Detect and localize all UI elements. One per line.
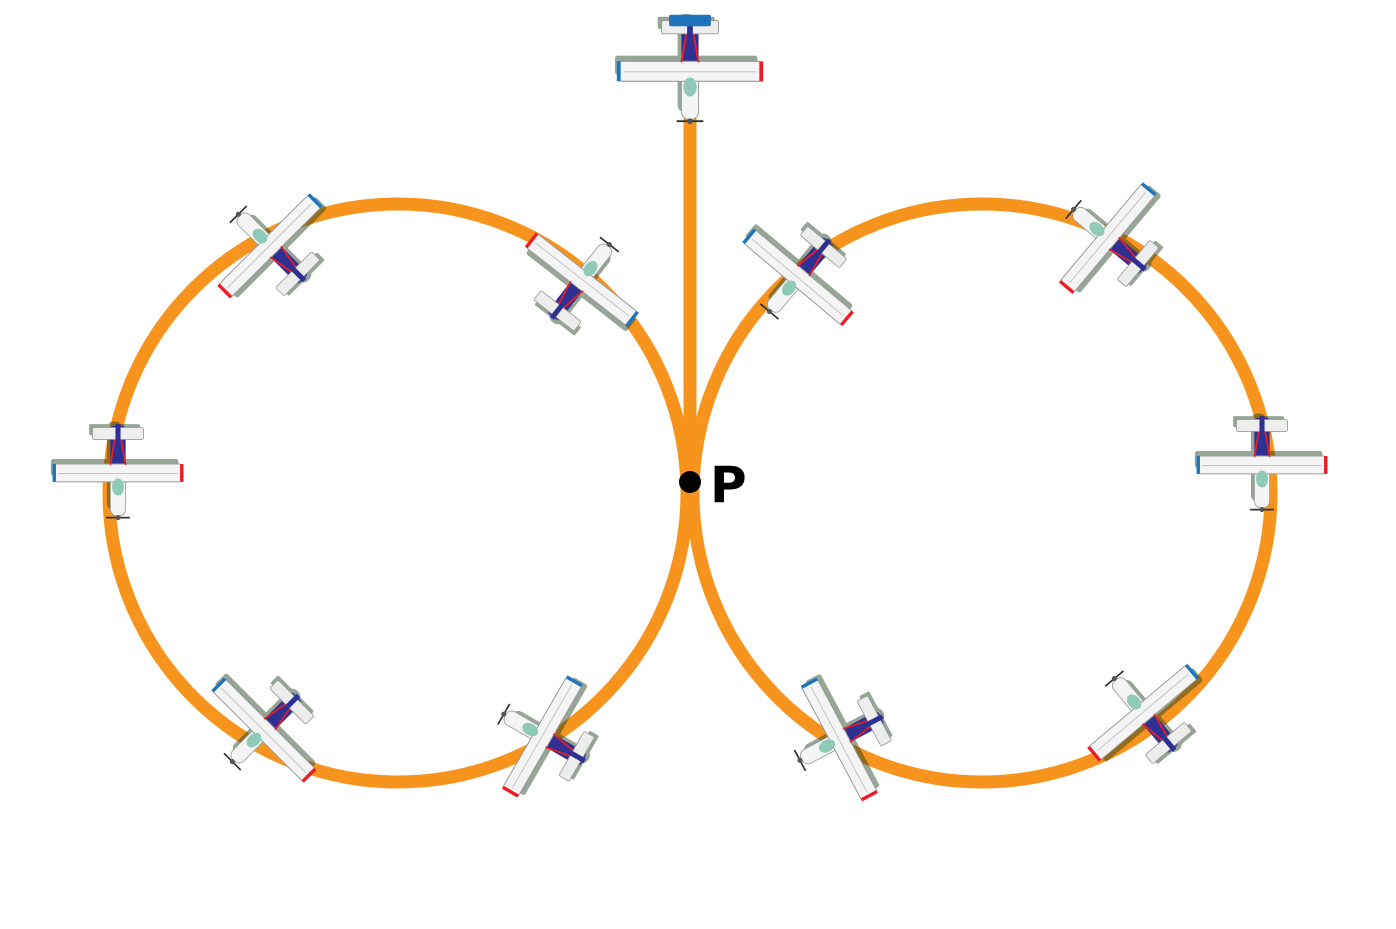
airplane-icon (1061, 632, 1229, 796)
right-loop-track (686, 197, 1278, 789)
airplane-icon (189, 164, 355, 330)
point-p-marker (679, 471, 701, 493)
airplane-icon (1193, 412, 1329, 514)
airplane-icon (1028, 155, 1192, 323)
airplane-icon (49, 420, 185, 522)
lead-airplane-icon (614, 12, 765, 126)
airplane-icon (182, 645, 348, 811)
airplane-icon (765, 655, 917, 821)
airplane-icon (467, 653, 622, 820)
point-p-label: P (710, 456, 747, 514)
